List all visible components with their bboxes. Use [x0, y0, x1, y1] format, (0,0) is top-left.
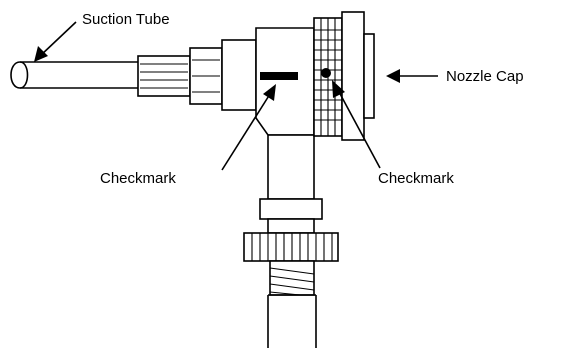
suction-tube-label: Suction Tube [82, 11, 170, 28]
horizontal-fitting [137, 39, 257, 111]
suction-tube [10, 61, 138, 89]
suction-tube-arrow [34, 21, 77, 62]
checkmark-left-label: Checkmark [100, 170, 176, 187]
checkmark-right-label: Checkmark [378, 170, 454, 187]
elbow-body [255, 27, 315, 136]
vertical-fitting [243, 134, 339, 348]
checkmark-dot [321, 68, 331, 78]
checkmark-left-arrow [221, 84, 276, 171]
nozzle-cap-arrow [386, 69, 438, 83]
checkmark-right-arrow [332, 80, 381, 169]
checkmark-bar [260, 72, 298, 80]
nozzle-cap-label: Nozzle Cap [446, 68, 524, 85]
